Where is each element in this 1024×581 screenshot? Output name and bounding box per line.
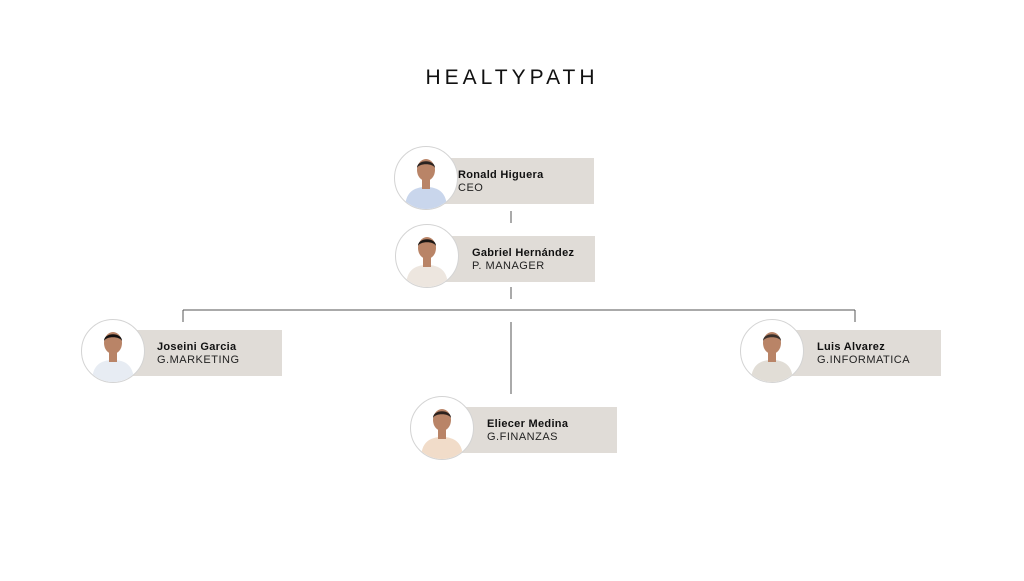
hair-shape — [418, 239, 436, 246]
neck-shape — [109, 352, 117, 362]
person-photo-icon — [751, 332, 793, 382]
person-name: Joseini Garcia — [157, 341, 237, 353]
org-node-informatica: Luis Alvarez G.INFORMATICA — [740, 319, 944, 387]
person-role: G.MARKETING — [157, 354, 240, 366]
person-photo-icon — [406, 237, 448, 287]
person-name: Eliecer Medina — [487, 418, 569, 430]
avatar — [395, 224, 459, 288]
shirt-shape — [406, 265, 448, 287]
page-title: HEALTYPATH — [425, 66, 599, 89]
person-photo-icon — [421, 409, 463, 459]
org-node-ceo: Ronald Higuera CEO — [394, 146, 596, 214]
org-node-project-manager: Gabriel Hernández P. MANAGER — [395, 224, 597, 292]
hair-shape — [104, 334, 122, 341]
node-card: Eliecer Medina G.FINANZAS — [460, 407, 617, 453]
shirt-shape — [421, 437, 463, 459]
neck-shape — [422, 179, 430, 189]
person-role: P. MANAGER — [472, 260, 545, 272]
node-card: Joseini Garcia G.MARKETING — [129, 330, 282, 376]
person-role: G.INFORMATICA — [817, 354, 911, 366]
person-name: Gabriel Hernández — [472, 247, 575, 259]
hair-shape — [433, 411, 451, 418]
person-role: CEO — [458, 182, 484, 194]
shirt-shape — [92, 360, 134, 382]
shirt-shape — [751, 360, 793, 382]
avatar — [394, 146, 458, 210]
node-card: Luis Alvarez G.INFORMATICA — [788, 330, 941, 376]
person-photo-icon — [405, 159, 447, 209]
neck-shape — [768, 352, 776, 362]
avatar — [410, 396, 474, 460]
org-node-marketing: Joseini Garcia G.MARKETING — [81, 319, 285, 387]
person-name: Ronald Higuera — [458, 169, 544, 181]
person-photo-icon — [92, 332, 134, 382]
avatar — [740, 319, 804, 383]
org-node-finanzas: Eliecer Medina G.FINANZAS — [410, 396, 620, 464]
hair-shape — [763, 334, 781, 341]
person-role: G.FINANZAS — [487, 431, 559, 443]
shirt-shape — [405, 187, 447, 209]
node-card: Gabriel Hernández P. MANAGER — [440, 236, 595, 282]
neck-shape — [438, 429, 446, 439]
node-card: Ronald Higuera CEO — [442, 158, 594, 204]
person-name: Luis Alvarez — [817, 341, 885, 353]
avatar — [81, 319, 145, 383]
hair-shape — [417, 161, 435, 168]
neck-shape — [423, 257, 431, 267]
